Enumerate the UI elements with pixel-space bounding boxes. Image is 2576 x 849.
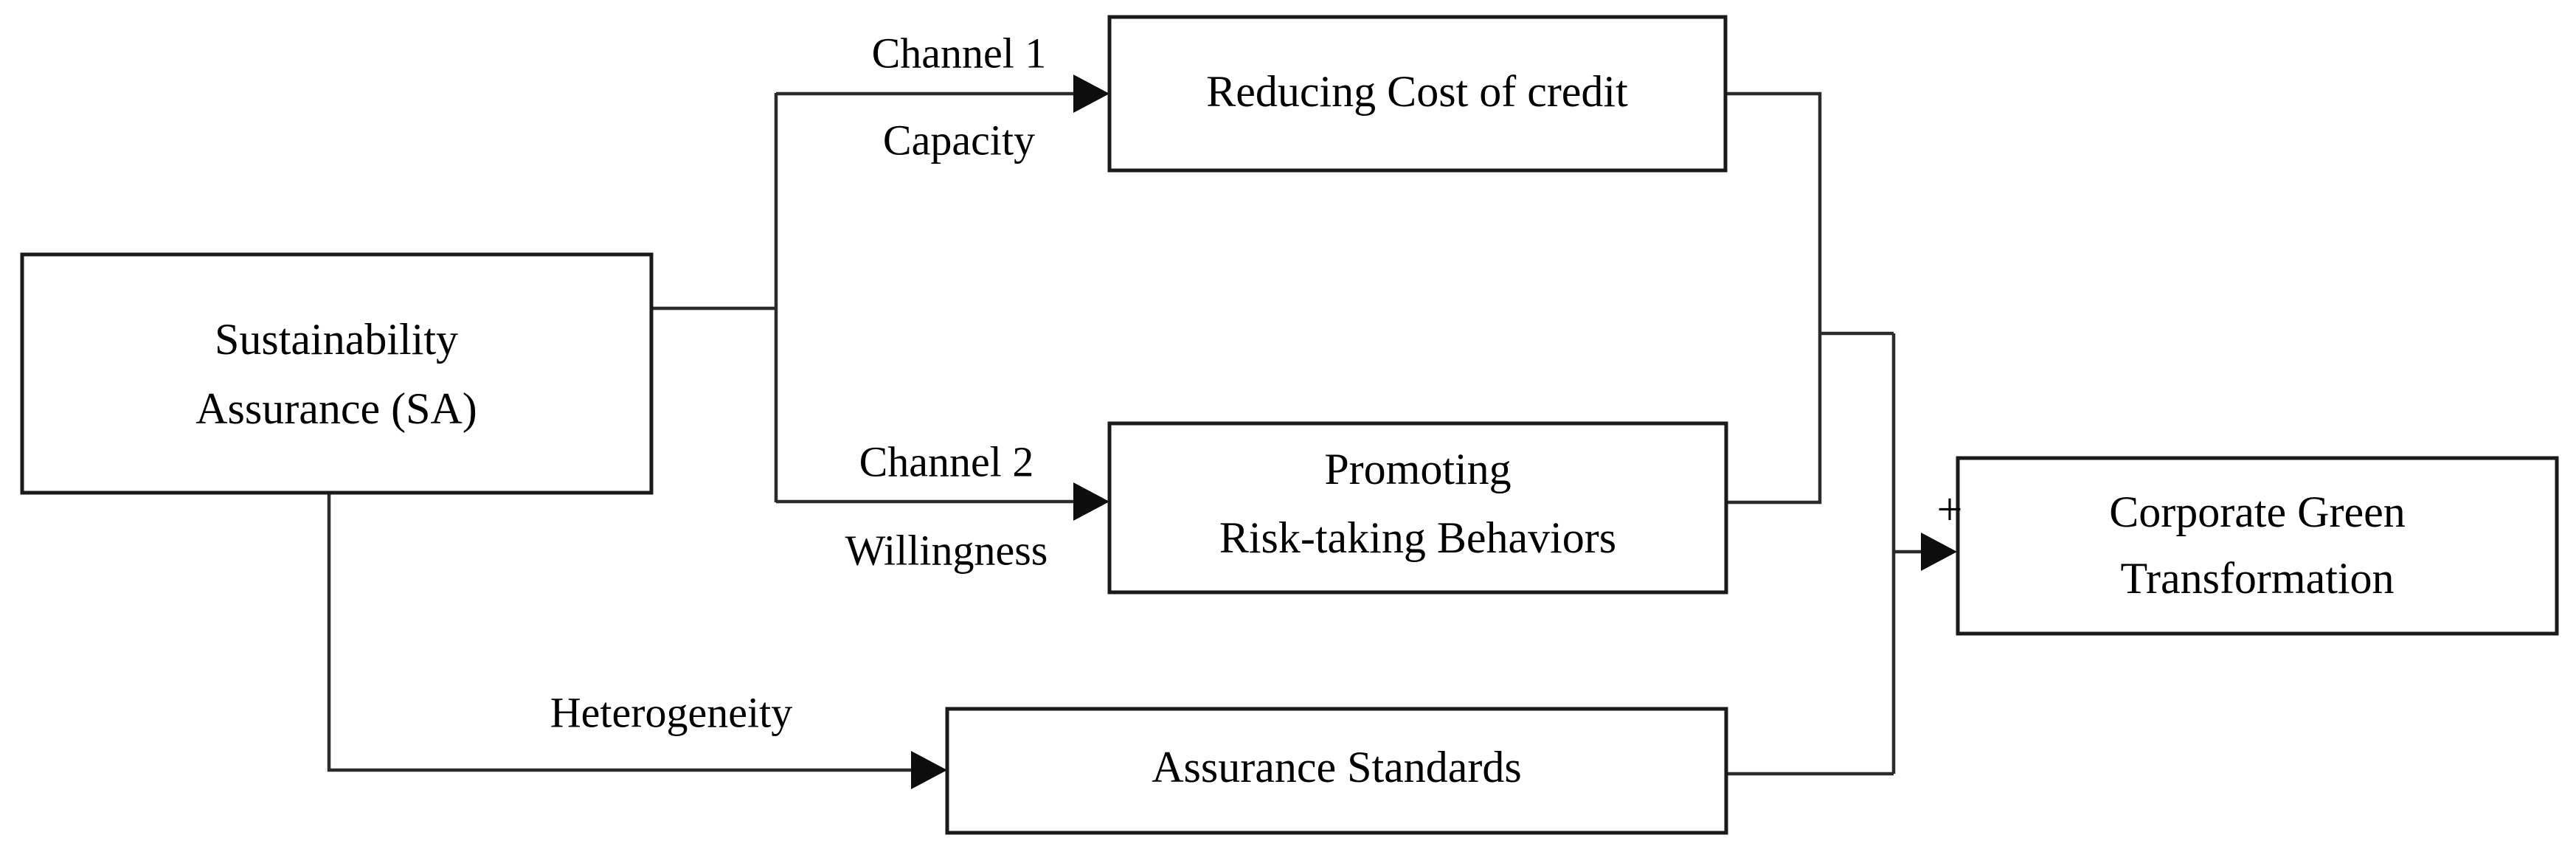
edge-channel1-arrowhead [1073, 74, 1109, 113]
edge-boxes-merge-riser-1 [1725, 91, 1822, 505]
edge-label-channel2: Channel 2 [859, 437, 1034, 485]
edge-label-plus-sign: + [1937, 485, 1963, 535]
node-sustainability-assurance[interactable] [20, 252, 654, 495]
edge-heterogeneity-line [327, 494, 916, 772]
node-promoting-risk-taking-line2: Risk-taking Behaviors [1219, 513, 1616, 562]
node-assurance-standards-line1: Assurance Standards [1152, 743, 1522, 791]
node-sustainability-assurance-line1: Sustainability [215, 315, 458, 364]
node-sustainability-assurance-line2: Assurance (SA) [195, 384, 477, 433]
node-corporate-green-transformation-line2: Transformation [2120, 554, 2394, 603]
edge-label-capacity: Capacity [883, 116, 1035, 164]
edge-label-channel1: Channel 1 [872, 29, 1047, 77]
node-corporate-green-transformation[interactable] [1956, 456, 2559, 636]
edge-heterogeneity-arrowhead [911, 751, 947, 789]
edge-final-arrowhead [1921, 533, 1957, 571]
edge-channel2-arrowhead [1073, 482, 1109, 521]
node-promoting-risk-taking[interactable] [1107, 421, 1728, 595]
node-promoting-risk-taking-line1: Promoting [1324, 445, 1511, 493]
edge-label-heterogeneity: Heterogeneity [550, 688, 793, 736]
edge-label-willingness: Willingness [845, 526, 1048, 574]
node-corporate-green-transformation-line1: Corporate Green [2109, 488, 2405, 536]
node-reducing-cost-of-credit[interactable] [1107, 15, 1728, 173]
node-assurance-standards[interactable] [945, 707, 1728, 835]
node-reducing-cost-of-credit-line1: Reducing Cost of credit [1206, 67, 1628, 116]
